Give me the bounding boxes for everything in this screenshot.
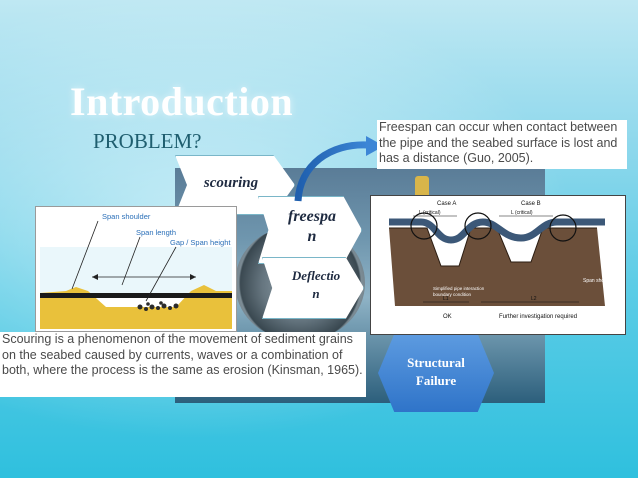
flow-step-deflection-label: Deflectio n xyxy=(281,267,351,303)
freespan-note: Freespan can occur when contact between … xyxy=(377,120,627,169)
flow-step-deflection: Deflectio n xyxy=(262,257,364,319)
deflection-line2: n xyxy=(312,286,320,301)
label-ok: OK xyxy=(443,314,452,320)
slide-title: Introduction xyxy=(70,79,294,124)
slide-subtitle: PROBLEM? xyxy=(93,129,202,153)
flow-step-freespan-label: freespa n xyxy=(277,207,347,247)
buoy-image xyxy=(415,176,429,198)
scouring-note: Scouring is a phenomenon of the movement… xyxy=(0,332,366,397)
failure-line1: Structural xyxy=(407,355,465,370)
label-gap-span-height: Gap / Span height xyxy=(170,238,231,247)
label-span-shoulder-right: Span shoulder xyxy=(583,278,616,284)
label-case-a: Case A xyxy=(437,201,456,207)
label-span-shoulder: Span shoulder xyxy=(102,212,151,221)
label-note-line1: Simplified pipe interaction xyxy=(433,286,485,291)
label-l2: L2 xyxy=(531,296,537,302)
failure-line2: Failure xyxy=(415,373,457,388)
curved-arrow-icon xyxy=(294,136,384,202)
label-case-b: Case B xyxy=(521,201,541,207)
case-comparison-diagram: Case A Case B L (critical) L (critical) … xyxy=(370,195,626,335)
freespan-diagram-svg: Span shoulder Span length Gap / Span hei… xyxy=(40,209,232,329)
freespan-diagram: Span shoulder Span length Gap / Span hei… xyxy=(35,206,237,332)
label-l-critical-a: L (critical) xyxy=(419,210,441,216)
flow-step-freespan: freespa n xyxy=(258,196,362,264)
label-l-critical-b: L (critical) xyxy=(511,210,533,216)
case-comparison-svg: Case A Case B L (critical) L (critical) … xyxy=(371,196,625,334)
flow-step-scouring-label: scouring xyxy=(203,175,259,191)
label-l1: L1 xyxy=(443,296,449,302)
deflection-line1: Deflectio xyxy=(291,268,341,283)
label-further-investigation: Further investigation required xyxy=(499,314,577,320)
label-span-length: Span length xyxy=(136,228,176,237)
freespan-line1: freespa xyxy=(288,208,336,225)
freespan-line2: n xyxy=(307,228,317,245)
label-note-line2: boundary condition xyxy=(433,292,472,297)
